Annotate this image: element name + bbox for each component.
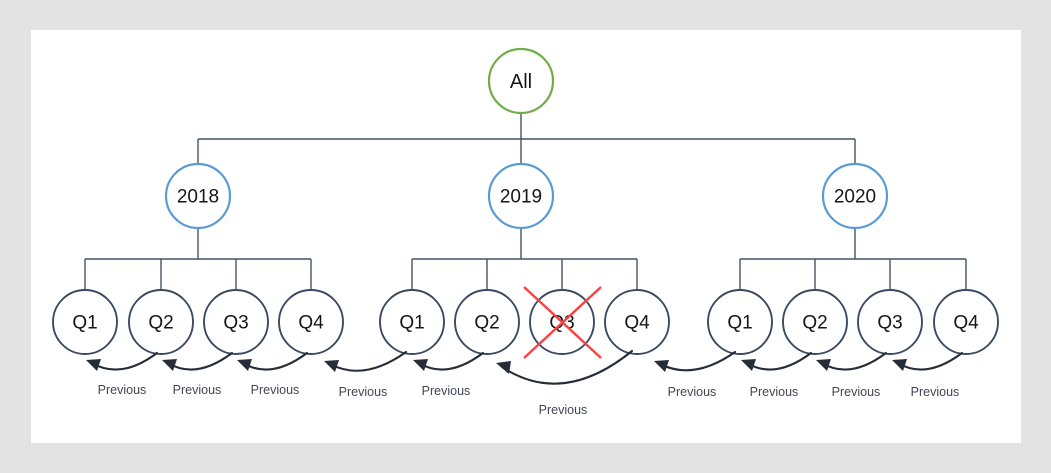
node-quarter-2020-q4[interactable]: Q4 [933, 289, 999, 355]
previous-label: Previous [911, 385, 960, 399]
node-quarter-2019-q1-circle[interactable] [379, 289, 445, 355]
node-year-2020-circle[interactable] [821, 162, 889, 230]
node-quarter-2019-q2-circle[interactable] [454, 289, 520, 355]
previous-label: Previous [750, 385, 799, 399]
connector-group-2020 [739, 228, 967, 290]
previous-label: Previous [98, 383, 147, 397]
previous-arc [745, 351, 813, 371]
node-quarter-2020-q3[interactable]: Q3 [857, 289, 923, 355]
node-quarter-2019-q4[interactable]: Q4 [604, 289, 670, 355]
node-year-2018-circle[interactable] [164, 162, 232, 230]
node-quarter-2018-q2-circle[interactable] [128, 289, 194, 355]
previous-arrow-head [324, 360, 339, 372]
previous-link-2018-q2-to-q1[interactable]: Previous [86, 351, 159, 397]
node-year-2019[interactable]: 2019 [487, 162, 555, 230]
previous-label: Previous [339, 385, 388, 399]
previous-arc [658, 350, 737, 372]
node-year-2020[interactable]: 2020 [821, 162, 889, 230]
node-quarter-2020-q1[interactable]: Q1 [707, 289, 773, 355]
previous-arrow-head [413, 359, 428, 371]
node-quarter-2018-q3-circle[interactable] [203, 289, 269, 355]
node-all[interactable]: All [487, 47, 555, 115]
previous-arc [241, 351, 309, 371]
cross-out-icon [523, 286, 602, 359]
previous-arrow-head [654, 360, 669, 372]
previous-arrow-head [162, 359, 177, 371]
connector-group-2018 [84, 228, 312, 290]
previous-label: Previous [422, 384, 471, 398]
previous-arrow-head [816, 359, 831, 371]
node-year-2019-circle[interactable] [487, 162, 555, 230]
previous-arc [166, 351, 234, 371]
previous-arc [417, 351, 485, 371]
previous-arc [90, 351, 159, 371]
previous-link-2020-q1-to-2019-q4[interactable]: Previous [654, 350, 737, 399]
previous-arc [820, 351, 888, 371]
previous-arrow-head [237, 359, 252, 371]
node-quarter-2020-q2-circle[interactable] [782, 289, 848, 355]
node-quarter-2019-q4-circle[interactable] [604, 289, 670, 355]
node-quarter-2019-q1[interactable]: Q1 [379, 289, 445, 355]
node-quarter-2020-q2[interactable]: Q2 [782, 289, 848, 355]
previous-label: Previous [173, 383, 222, 397]
previous-label: Previous [832, 385, 881, 399]
previous-label: Previous [251, 383, 300, 397]
previous-link-2019-q2-to-q1[interactable]: Previous [413, 351, 485, 398]
previous-link-2019-q1-to-2018-q4[interactable]: Previous [324, 350, 408, 399]
previous-arrow-head [86, 359, 101, 371]
previous-arc [328, 350, 408, 372]
connector-group-root [197, 113, 856, 164]
node-quarter-2019-q2[interactable]: Q2 [454, 289, 520, 355]
previous-arrow-head [741, 359, 756, 371]
previous-label: Previous [539, 403, 588, 417]
previous-link-2020-q3-to-q2[interactable]: Previous [816, 351, 888, 399]
previous-arrow-head [892, 359, 907, 371]
node-quarter-2018-q1[interactable]: Q1 [52, 289, 118, 355]
node-year-2018[interactable]: 2018 [164, 162, 232, 230]
node-quarter-2018-q4-circle[interactable] [278, 289, 344, 355]
previous-link-2019-q4-to-q2[interactable]: Previous [496, 349, 634, 417]
node-quarter-2018-q1-circle[interactable] [52, 289, 118, 355]
node-quarter-2020-q4-circle[interactable] [933, 289, 999, 355]
connector-group-2019 [411, 228, 638, 290]
node-quarter-2018-q2[interactable]: Q2 [128, 289, 194, 355]
previous-arc [896, 351, 964, 371]
previous-link-2020-q2-to-q1[interactable]: Previous [741, 351, 813, 399]
previous-arrow-head [496, 361, 511, 374]
node-quarter-2018-q3[interactable]: Q3 [203, 289, 269, 355]
node-quarter-2019-q3[interactable]: Q3 [523, 286, 602, 359]
node-quarter-2020-q3-circle[interactable] [857, 289, 923, 355]
node-all-circle[interactable] [487, 47, 555, 115]
cross-out-stroke-2 [523, 286, 602, 359]
previous-link-2020-q4-to-q3[interactable]: Previous [892, 351, 964, 399]
node-quarter-2018-q4[interactable]: Q4 [278, 289, 344, 355]
previous-link-2018-q3-to-q2[interactable]: Previous [162, 351, 234, 397]
previous-arc-long [500, 349, 634, 385]
previous-link-2018-q4-to-q3[interactable]: Previous [237, 351, 309, 397]
node-quarter-2020-q1-circle[interactable] [707, 289, 773, 355]
previous-label: Previous [668, 385, 717, 399]
